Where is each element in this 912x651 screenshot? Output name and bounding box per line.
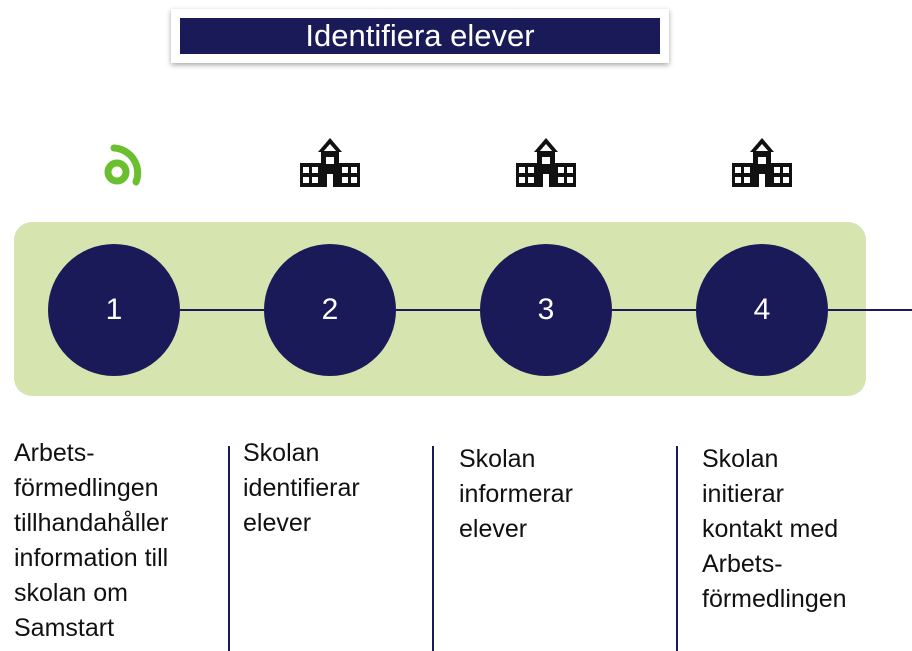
step-description-3: Skolan informerar elever: [459, 445, 573, 543]
column-divider: [432, 446, 434, 651]
step-circle-4: 4: [696, 244, 828, 376]
step-description-2: Skolan identifierar elever: [243, 439, 360, 537]
step-circle-2: 2: [264, 244, 396, 376]
page-title: Identifiera elever: [180, 18, 660, 54]
school-icon: [722, 130, 802, 200]
connector-line: [180, 309, 268, 311]
step-description-1: Arbets- förmedlingen tillhandahåller inf…: [14, 439, 169, 642]
title-banner: Identifiera elever: [171, 9, 669, 63]
step-circle-3: 3: [480, 244, 612, 376]
connector-line: [828, 309, 912, 311]
arbetsformedlingen-logo-icon: [84, 130, 164, 200]
school-icon: [506, 130, 586, 200]
step-circle-1: 1: [48, 244, 180, 376]
column-divider: [676, 446, 678, 651]
connector-line: [396, 309, 484, 311]
column-divider: [228, 446, 230, 651]
step-description-4: Skolan initierar kontakt med Arbets- för…: [702, 445, 847, 613]
school-icon: [290, 130, 370, 200]
connector-line: [612, 309, 700, 311]
